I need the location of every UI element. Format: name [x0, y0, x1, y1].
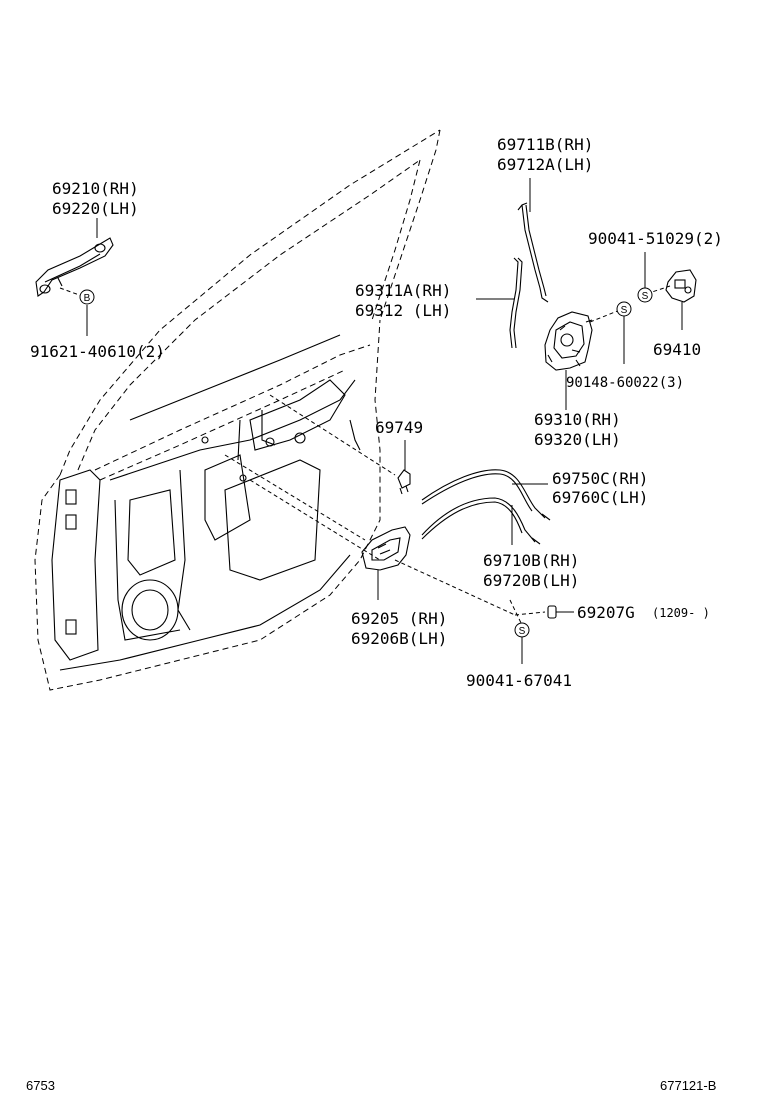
label-cable-a-lh: 69760C(LH)	[552, 488, 648, 507]
svg-text:S: S	[519, 626, 526, 637]
svg-text:B: B	[84, 293, 91, 304]
upper-rod	[517, 202, 549, 303]
label-rod-lock-lh: 69312 (LH)	[355, 301, 451, 320]
label-screw-cap: 90041-51029(2)	[588, 229, 723, 248]
label-lock-rh: 69310(RH)	[534, 410, 621, 429]
label-screw-outer: 91621-40610(2)	[30, 342, 165, 361]
label-rod-upper-lh: 69712A(LH)	[497, 155, 593, 174]
cap	[547, 605, 557, 619]
label-striker: 69410	[653, 340, 701, 359]
label-screw-inner: 90041-67041	[466, 671, 572, 690]
cable-lower	[421, 497, 541, 545]
striker	[665, 269, 697, 303]
bolt-symbol: B	[79, 289, 95, 305]
label-clip: 69749	[375, 418, 423, 437]
footer-right-code: 677121-B	[660, 1078, 716, 1093]
label-lock-lh: 69320(LH)	[534, 430, 621, 449]
label-handle-inner-rh: 69205 (RH)	[351, 609, 447, 628]
svg-text:S: S	[621, 305, 628, 316]
inside-handle	[361, 526, 411, 571]
outside-handle	[35, 237, 114, 297]
screw-symbol-inner: S	[514, 622, 530, 638]
label-screw-lock: 90148-60022(3)	[566, 375, 684, 391]
label-handle-inner-lh: 69206B(LH)	[351, 629, 447, 648]
label-rod-lock-rh: 69311A(RH)	[355, 281, 451, 300]
label-cable-b-rh: 69710B(RH)	[483, 551, 579, 570]
footer-left-code: 6753	[26, 1078, 55, 1093]
screw-symbol-cap: S	[637, 287, 653, 303]
label-rod-upper-rh: 69711B(RH)	[497, 135, 593, 154]
cable-upper	[421, 469, 551, 521]
label-cap-date: (1209- )	[652, 606, 710, 620]
clip	[397, 469, 411, 495]
label-cable-a-rh: 69750C(RH)	[552, 469, 648, 488]
label-handle-outer-rh: 69210(RH)	[52, 179, 139, 198]
guide-lines	[59, 285, 671, 626]
screw-symbol-lock: S	[616, 301, 632, 317]
door-lock	[544, 311, 593, 371]
label-cap: 69207G	[577, 603, 635, 622]
label-handle-outer-lh: 69220(LH)	[52, 199, 139, 218]
door-panel	[34, 129, 441, 691]
part-labels: 69210(RH) 69220(LH) 91621-40610(2) 69711…	[30, 135, 723, 690]
lock-rod	[509, 257, 523, 349]
label-cable-b-lh: 69720B(LH)	[483, 571, 579, 590]
svg-text:S: S	[642, 291, 649, 302]
